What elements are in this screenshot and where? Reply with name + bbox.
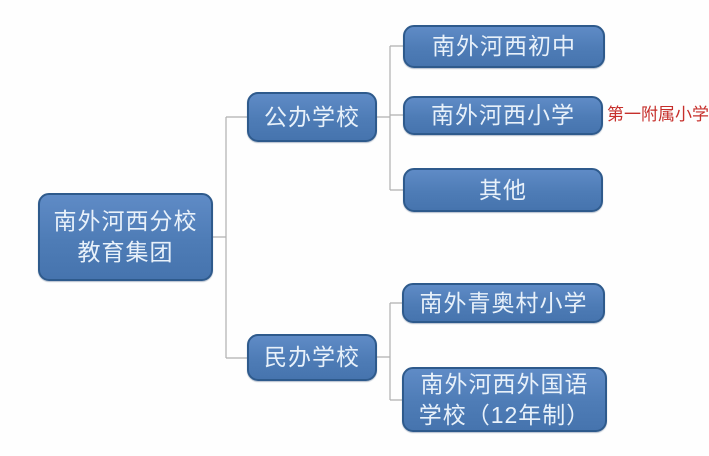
child-node-foreign-language-school[interactable]: 南外河西外国语 学校（12年制） xyxy=(402,367,607,432)
child-node-label: 南外河西小学 xyxy=(431,102,575,128)
child-node-label: 其他 xyxy=(479,176,527,203)
child-node-qingaocun-primary[interactable]: 南外青奥村小学 xyxy=(402,283,605,323)
connector-private-trunk xyxy=(377,302,402,401)
root-node-label-line2: 教育集团 xyxy=(77,239,174,265)
root-node-label-line1: 南外河西分校 xyxy=(53,208,198,234)
root-node-education-group[interactable]: 南外河西分校 教育集团 xyxy=(38,193,213,281)
child-node-label-line2: 学校（12年制） xyxy=(418,401,591,428)
branch-node-label: 公办学校 xyxy=(264,103,360,130)
annotation-first-affiliated-primary: 第一附属小学 xyxy=(607,105,709,125)
child-node-hexi-primary[interactable]: 南外河西小学 xyxy=(403,96,603,135)
branch-node-private-schools[interactable]: 民办学校 xyxy=(247,334,377,381)
connector-root-trunk xyxy=(213,116,247,359)
child-node-label: 南外河西初中 xyxy=(432,33,576,59)
connector-public-trunk xyxy=(377,45,403,191)
branch-node-label: 民办学校 xyxy=(264,344,360,370)
branch-node-public-schools[interactable]: 公办学校 xyxy=(247,92,377,142)
child-node-other[interactable]: 其他 xyxy=(403,168,603,212)
child-node-label: 南外青奥村小学 xyxy=(419,289,588,316)
child-node-label-line1: 南外河西外国语 xyxy=(420,370,589,397)
child-node-hexi-junior-high[interactable]: 南外河西初中 xyxy=(403,25,605,68)
